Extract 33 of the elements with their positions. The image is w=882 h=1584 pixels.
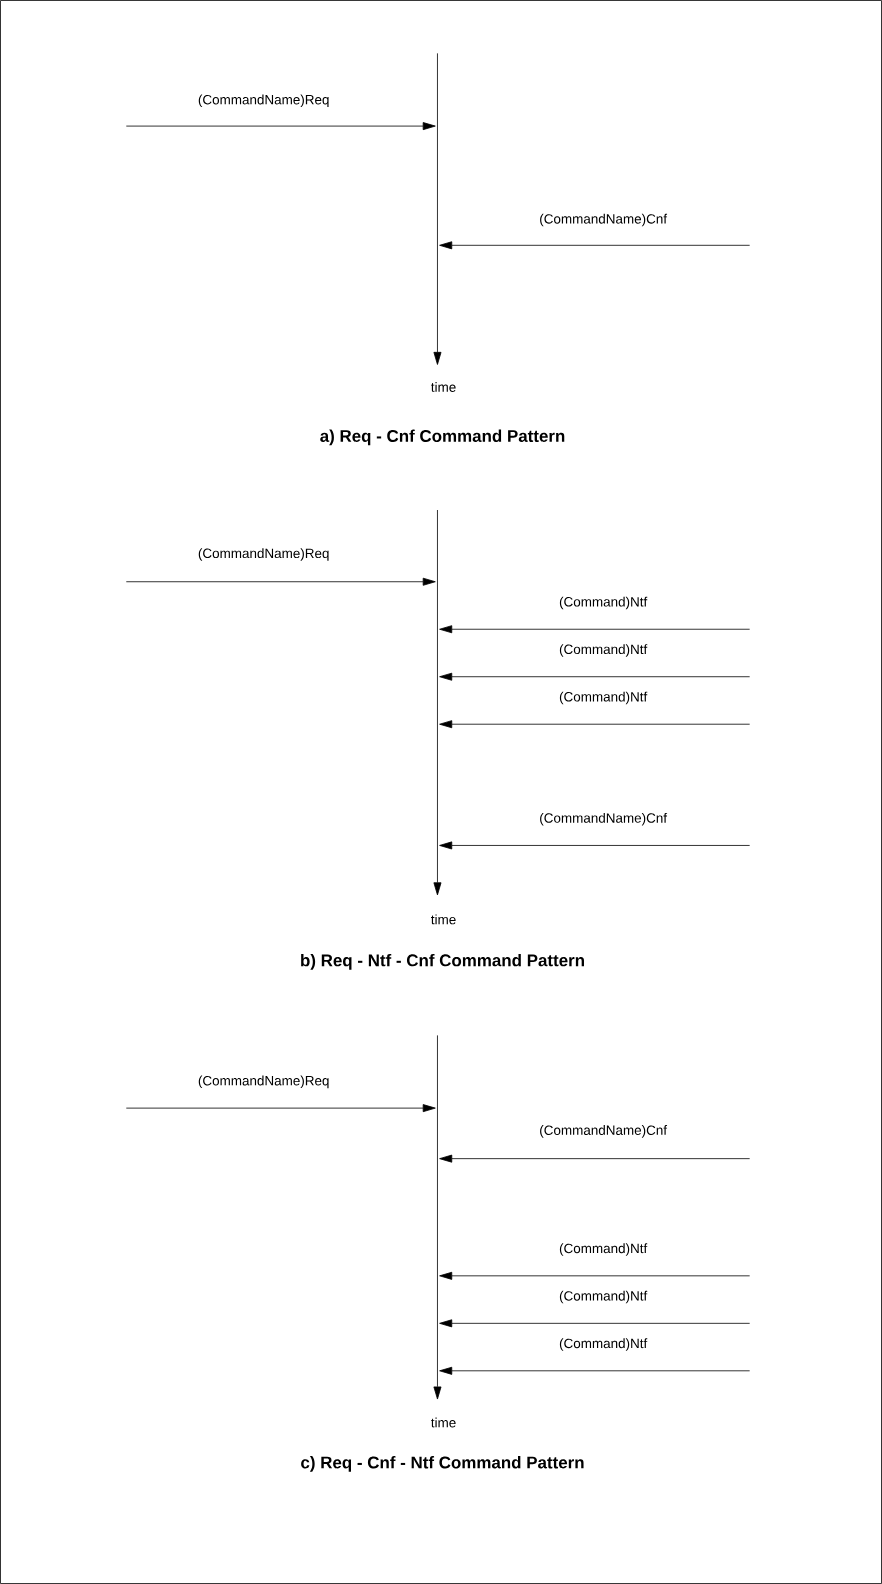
arrow — [439, 1271, 751, 1280]
caption: b) Req - Ntf - Cnf Command Pattern — [301, 953, 584, 970]
edge-label: (CommandName)Cnf — [540, 1125, 668, 1138]
arrow — [439, 1319, 751, 1328]
edge-label: (CommandName)Req — [198, 1075, 329, 1089]
arrow — [439, 241, 751, 250]
arrow — [439, 1154, 751, 1163]
arrow — [439, 1366, 751, 1375]
time-label: time — [431, 1417, 456, 1428]
time-label: time — [431, 382, 456, 392]
arrow — [125, 122, 436, 131]
arrow — [125, 1104, 436, 1113]
timeline — [433, 1035, 442, 1400]
caption: a) Req - Cnf Command Pattern — [320, 429, 565, 446]
edge-label: (Command)Ntf — [559, 596, 648, 610]
arrow — [439, 720, 751, 729]
edge-label: (CommandName)Req — [198, 94, 329, 108]
timeline — [433, 509, 442, 896]
edge-label: (Command)Ntf — [559, 1243, 648, 1256]
edge-label: (Command)Ntf — [559, 691, 648, 705]
edge-label: (Command)Ntf — [559, 644, 648, 657]
edge-label: (Command)Ntf — [559, 1290, 648, 1304]
arrow — [439, 672, 751, 681]
time-label: time — [431, 914, 456, 925]
edge-label: (Command)Ntf — [559, 1338, 648, 1351]
edge-label: (CommandName)Cnf — [540, 812, 668, 826]
edge-label: (CommandName)Req — [198, 548, 329, 561]
caption: c) Req - Cnf - Ntf Command Pattern — [301, 1456, 584, 1472]
arrow — [125, 577, 436, 586]
arrow — [439, 841, 751, 850]
edge-label: (CommandName)Cnf — [540, 213, 668, 227]
timeline — [433, 52, 442, 365]
arrow — [439, 625, 751, 634]
